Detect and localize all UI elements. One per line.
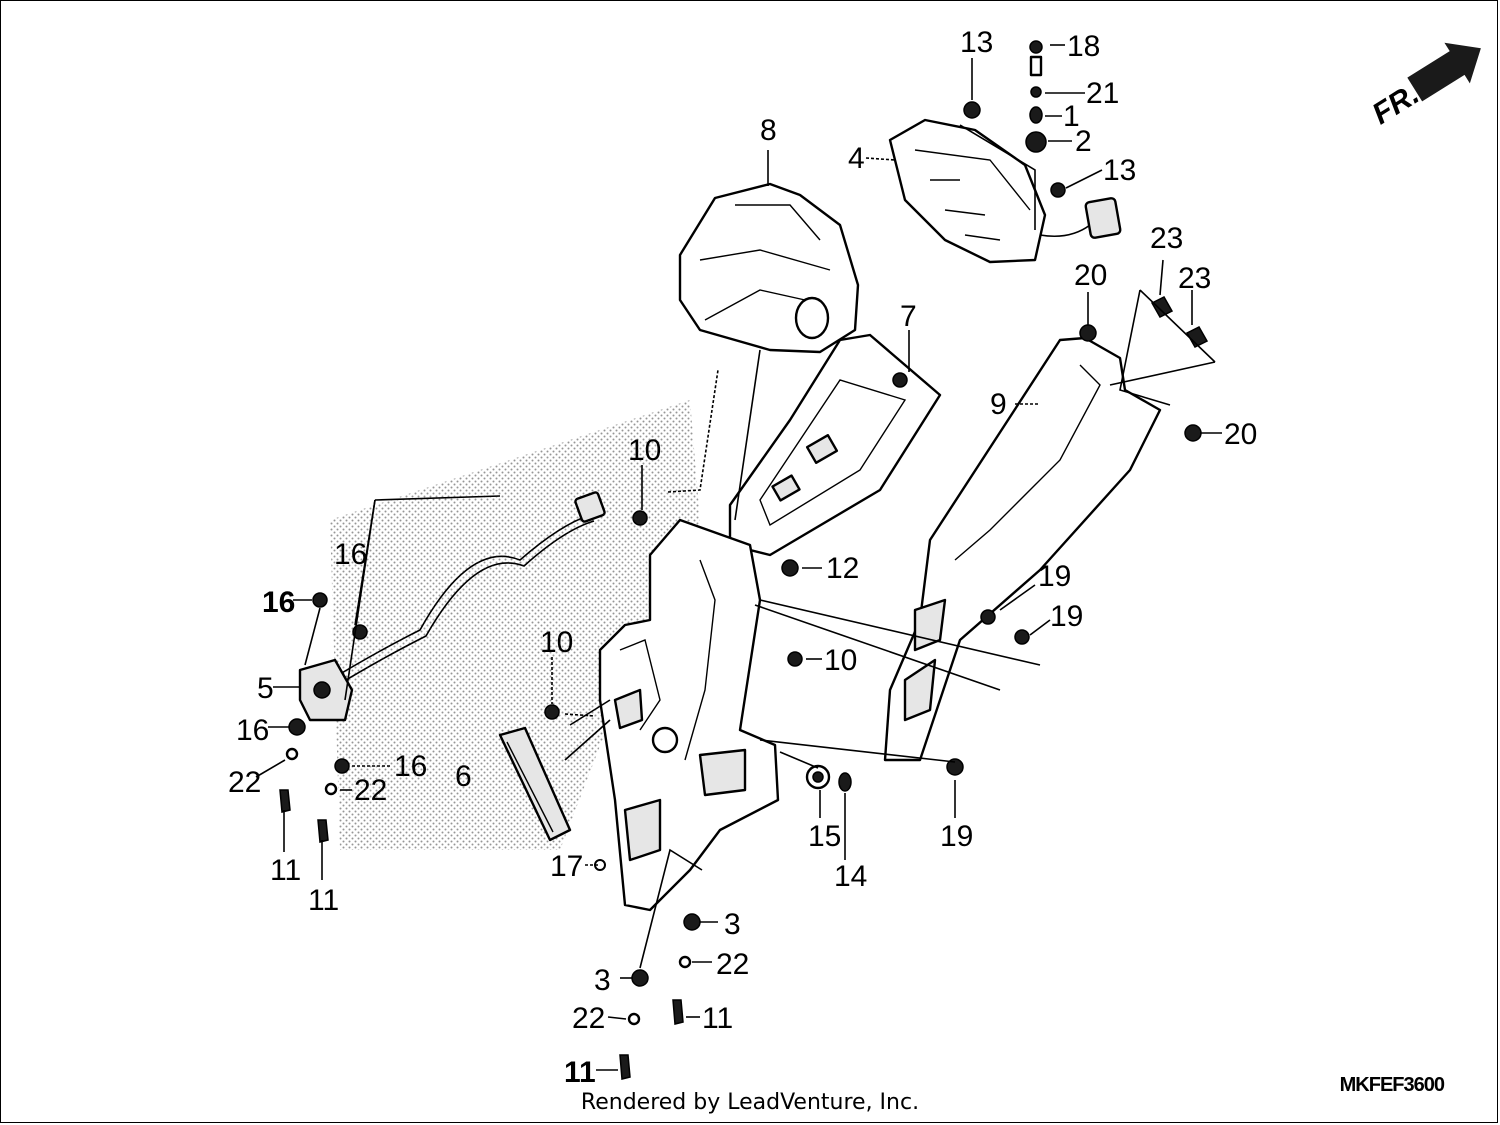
callout-11[interactable]: 11 (702, 1002, 733, 1035)
honda-watermark (330, 400, 700, 850)
callout-20[interactable]: 20 (1224, 418, 1257, 451)
front-direction-indicator: FR. (1367, 42, 1481, 131)
callout-17[interactable]: 17 (550, 850, 583, 883)
hardware (279, 40, 1209, 1080)
callout-2[interactable]: 2 (1075, 125, 1092, 158)
callout-22[interactable]: 22 (354, 774, 387, 807)
callout-20[interactable]: 20 (1074, 259, 1107, 292)
footer-credit: Rendered by LeadVenture, Inc. (580, 1090, 920, 1115)
callout-16[interactable]: 16 (262, 586, 295, 619)
callout-10[interactable]: 10 (540, 626, 573, 659)
callout-13[interactable]: 13 (1103, 154, 1136, 187)
callout-9[interactable]: 9 (990, 388, 1007, 421)
tail-light-part-4[interactable] (888, 118, 1122, 264)
callout-23[interactable]: 23 (1150, 222, 1183, 255)
bracket-part-7[interactable] (728, 333, 942, 557)
callout-1[interactable]: 1 (1063, 100, 1080, 133)
callout-8[interactable]: 8 (760, 114, 777, 147)
arrow-icon (1407, 42, 1481, 102)
callout-19[interactable]: 19 (1050, 600, 1083, 633)
callout-12[interactable]: 12 (826, 552, 859, 585)
reflector-part-6[interactable] (498, 726, 572, 842)
callout-11[interactable]: 11 (564, 1056, 596, 1089)
callout-22[interactable]: 22 (228, 766, 261, 799)
callout-11[interactable]: 11 (308, 884, 339, 917)
leader-lines (255, 44, 1222, 1071)
callout-4[interactable]: 4 (848, 142, 865, 175)
callout-18[interactable]: 18 (1067, 30, 1100, 63)
callout-5[interactable]: 5 (257, 672, 274, 705)
callout-21[interactable]: 21 (1086, 77, 1119, 110)
callout-3[interactable]: 3 (724, 908, 741, 941)
callout-16[interactable]: 16 (394, 750, 427, 783)
license-bracket-part-17[interactable] (598, 518, 780, 912)
callout-11[interactable]: 11 (270, 854, 301, 887)
callout-16[interactable]: 16 (236, 714, 269, 747)
callout-23[interactable]: 23 (1178, 262, 1211, 295)
side-bracket-part-9[interactable] (883, 336, 1162, 762)
callout-19[interactable]: 19 (1038, 560, 1071, 593)
rear-cowl-part-8[interactable] (678, 182, 860, 354)
diagram-code: MKFEF3600 (1339, 1074, 1445, 1096)
marker-dot (594, 859, 606, 871)
callout-7[interactable]: 7 (900, 300, 917, 333)
callout-10[interactable]: 10 (824, 644, 857, 677)
callout-15[interactable]: 15 (808, 820, 841, 853)
callout-10[interactable]: 10 (628, 434, 661, 467)
callout-14[interactable]: 14 (834, 860, 867, 893)
callout-16[interactable]: 16 (334, 538, 367, 571)
callout-3[interactable]: 3 (594, 964, 611, 997)
callout-22[interactable]: 22 (572, 1002, 605, 1035)
callouts: 13 18 21 1 2 4 13 8 23 23 20 7 9 20 10 1… (228, 26, 1257, 1089)
harness-part-5[interactable] (298, 491, 606, 722)
callout-22[interactable]: 22 (716, 948, 749, 981)
callout-19[interactable]: 19 (940, 820, 973, 853)
callout-6[interactable]: 6 (455, 760, 472, 793)
callout-13[interactable]: 13 (960, 26, 993, 59)
